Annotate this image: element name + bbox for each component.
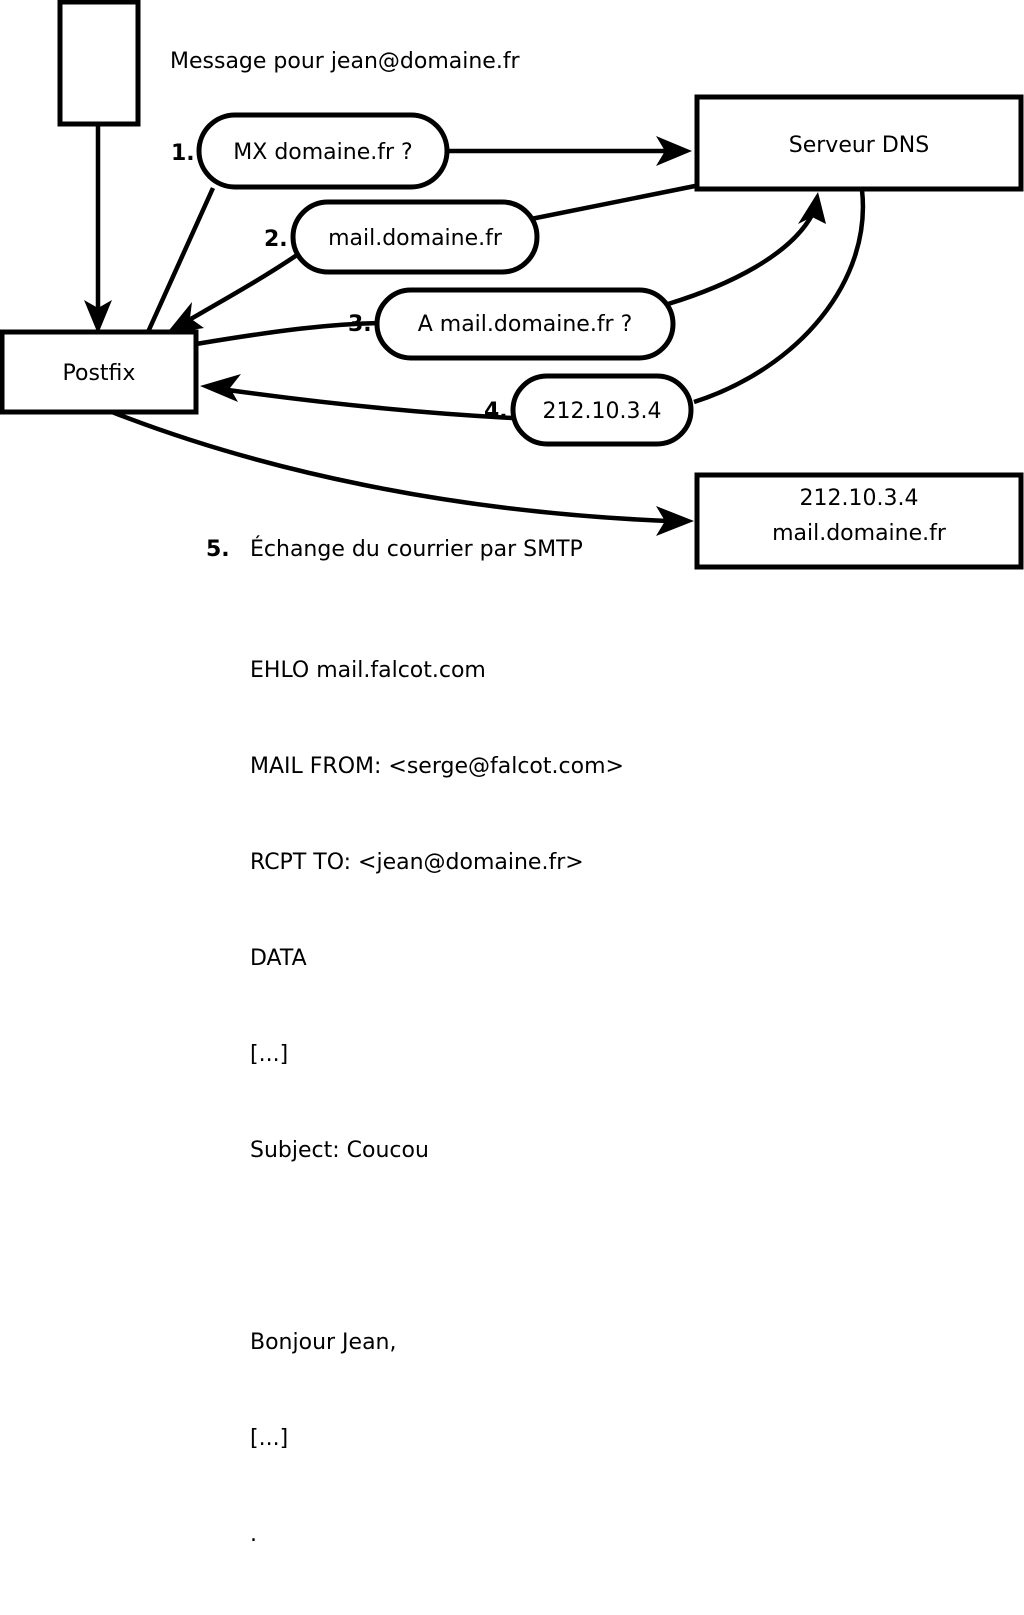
connector-step1-to-dns [447,136,692,166]
connector-step2-to-postfix [166,253,299,334]
smtp-line: DATA [250,946,307,971]
node-mail-server-ip: 212.10.3.4 [800,486,919,511]
connector-postfix-to-mailserver [111,409,694,536]
step-5-label: Échange du courrier par SMTP [250,536,583,562]
smtp-line: RCPT TO: <jean@domaine.fr> [250,850,584,875]
step-3-label: A mail.domaine.fr ? [418,312,633,337]
connector-step4-to-postfix [200,374,513,421]
step-5-number: 5. [206,537,230,562]
step-bubble-4: 4. 212.10.3.4 [484,373,694,447]
smtp-transcript: EHLO mail.falcot.com MAIL FROM: <serge@f… [250,591,624,1615]
diagram-canvas: Postfix Serveur DNS 212.10.3.4 mail.doma… [0,0,1024,570]
step-bubble-3: 3. A mail.domaine.fr ? [348,287,676,361]
smtp-line: MAIL FROM: <serge@falcot.com> [250,754,624,779]
node-dns-server: Serveur DNS [694,94,1024,192]
connector-dns-to-step4 [693,189,866,405]
connector-step3-to-dns [667,192,826,307]
connector-postfix-to-step1 [145,187,216,333]
node-mail-server-host: mail.domaine.fr [772,521,947,546]
step-2-label: mail.domaine.fr [328,226,503,251]
connector-postfix-to-step3 [195,320,381,347]
step-bubble-2: 2. mail.domaine.fr [264,199,540,275]
node-dns-label: Serveur DNS [789,133,929,158]
smtp-line-blank [250,1231,624,1263]
step-4-label: 212.10.3.4 [543,399,662,424]
step-1-number: 1. [171,141,195,166]
node-client-box [57,0,141,127]
node-postfix: Postfix [0,329,199,415]
smtp-line: Bonjour Jean, [250,1330,397,1355]
smtp-line: . [250,1522,257,1547]
step-2-number: 2. [264,227,288,252]
smtp-line: EHLO mail.falcot.com [250,658,486,683]
step-bubble-1: 1. MX domaine.fr ? [171,112,450,190]
mail-routing-diagram: Postfix Serveur DNS 212.10.3.4 mail.doma… [0,0,1024,1547]
step-1-label: MX domaine.fr ? [233,140,412,165]
connector-client-to-postfix [84,124,112,334]
smtp-line: [...] [250,1042,289,1067]
step-3-number: 3. [348,312,372,337]
top-caption: Message pour jean@domaine.fr [170,49,521,74]
smtp-line: Subject: Coucou [250,1138,429,1163]
step-4-number: 4. [484,399,508,424]
smtp-line: [...] [250,1426,289,1451]
node-postfix-label: Postfix [63,361,136,386]
node-mail-server: 212.10.3.4 mail.domaine.fr [694,472,1024,570]
connector-dns-to-step2 [520,183,696,224]
